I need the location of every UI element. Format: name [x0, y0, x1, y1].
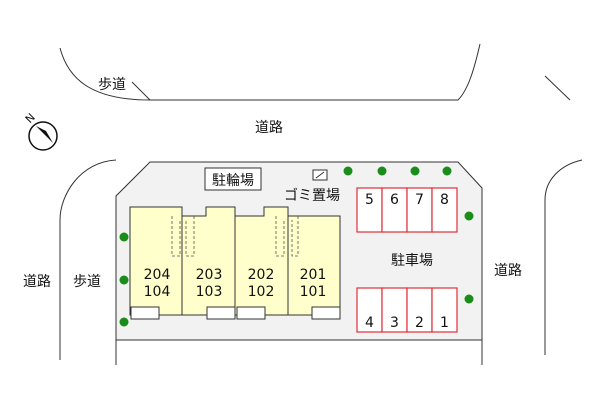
road-top-label: 道路	[255, 120, 283, 136]
unit-upper-number: 203	[196, 267, 223, 283]
unit-upper-number: 204	[144, 267, 171, 283]
parking-space-number: 4	[365, 315, 374, 331]
road-left-label: 道路	[23, 274, 51, 290]
parking-space-number: 7	[415, 192, 424, 208]
parking-space	[381, 187, 408, 233]
parking-space-number: 5	[365, 192, 374, 208]
bicycle-parking: 駐輪場	[204, 167, 262, 191]
unit-201-101: 201 101	[300, 267, 327, 300]
parking-space	[356, 187, 383, 233]
unit-upper-number: 202	[248, 267, 275, 283]
garbage-area: ゴミ置場	[284, 169, 340, 204]
parking-space	[356, 287, 383, 333]
parking-space-number: 8	[440, 192, 449, 208]
road-edge-top-left	[59, 43, 481, 101]
trees	[119, 166, 474, 327]
garbage-area-label: ゴミ置場	[284, 187, 340, 204]
parking-space	[431, 287, 458, 333]
tree-icon	[377, 166, 387, 176]
tree-icon	[410, 166, 420, 176]
parking-space	[431, 187, 458, 233]
bicycle-parking-label: 駐輪場	[212, 172, 254, 189]
unit-204-104: 204 104	[144, 267, 171, 300]
unit-upper-number: 201	[300, 267, 327, 283]
unit-lower-number: 103	[196, 284, 223, 300]
unit-lower-number: 101	[300, 284, 327, 300]
tree-icon	[343, 166, 353, 176]
road-edge-left	[59, 159, 117, 360]
road-edge-right	[544, 159, 583, 355]
unit-lower-number: 104	[144, 284, 171, 300]
tree-icon	[119, 317, 129, 327]
parking-space-number: 3	[390, 315, 399, 331]
unit-203-103: 203 103	[196, 267, 223, 300]
unit-202-102: 202 102	[248, 267, 275, 300]
road-edge-right-top	[544, 75, 571, 101]
tree-icon	[119, 275, 129, 285]
tree-icon	[464, 294, 474, 304]
compass-icon: N	[23, 111, 58, 151]
tree-icon	[464, 211, 474, 221]
parking-space-number: 1	[440, 315, 449, 331]
sidewalk-left-label: 歩道	[73, 274, 101, 290]
sidewalk-top-label: 歩道	[98, 77, 126, 93]
sidewalk-top-tick	[131, 81, 151, 101]
apartment-building	[129, 206, 341, 320]
parking-label: 駐車場	[391, 252, 433, 269]
parking-space	[406, 287, 433, 333]
tree-icon	[442, 166, 452, 176]
unit-lower-number: 102	[248, 284, 275, 300]
parking-space-number: 2	[415, 315, 424, 331]
parking-space	[406, 187, 433, 233]
road-right-label: 道路	[494, 263, 522, 279]
parking-space-number: 6	[390, 192, 399, 208]
tree-icon	[119, 232, 129, 242]
